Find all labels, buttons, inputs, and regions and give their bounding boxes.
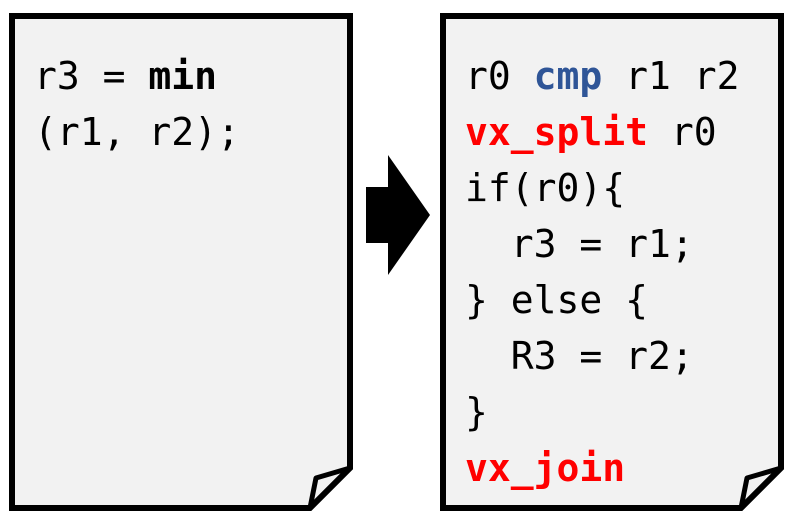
code-token: r0 (465, 54, 534, 98)
code-token: if(r0){ (465, 166, 626, 210)
code-line: } else { (465, 272, 740, 328)
source-code-document: r3 = min (r1, r2); (8, 12, 356, 512)
code-token: } else { (465, 278, 649, 322)
code-line: (r1, r2); (34, 104, 240, 160)
code-line: vx_join (465, 440, 740, 496)
code-line: if(r0){ (465, 160, 740, 216)
code-token: (r1, r2); (34, 110, 240, 154)
code-keyword: cmp (533, 54, 603, 98)
document-icon (440, 13, 784, 511)
code-keyword: vx_split (465, 110, 649, 154)
code-token: r3 = r1; (465, 222, 694, 266)
code-line: R3 = r2; (465, 328, 740, 384)
code-token: r1 r2 (602, 54, 740, 98)
code-keyword: vx_join (465, 446, 626, 490)
code-line: r3 = min (34, 48, 240, 104)
source-code: r3 = min (r1, r2); (34, 48, 240, 160)
code-token: r0 (648, 110, 717, 154)
code-line: vx_split r0 (465, 104, 740, 160)
code-token: R3 = r2; (465, 334, 694, 378)
code-token: } (465, 390, 488, 434)
document-icon (9, 13, 353, 511)
code-keyword: min (148, 54, 218, 98)
code-line: } (465, 384, 740, 440)
code-token: r3 = (34, 54, 149, 98)
right-arrow-icon (366, 155, 430, 275)
code-line: r0 cmp r1 r2 (465, 48, 740, 104)
code-line: r3 = r1; (465, 216, 740, 272)
